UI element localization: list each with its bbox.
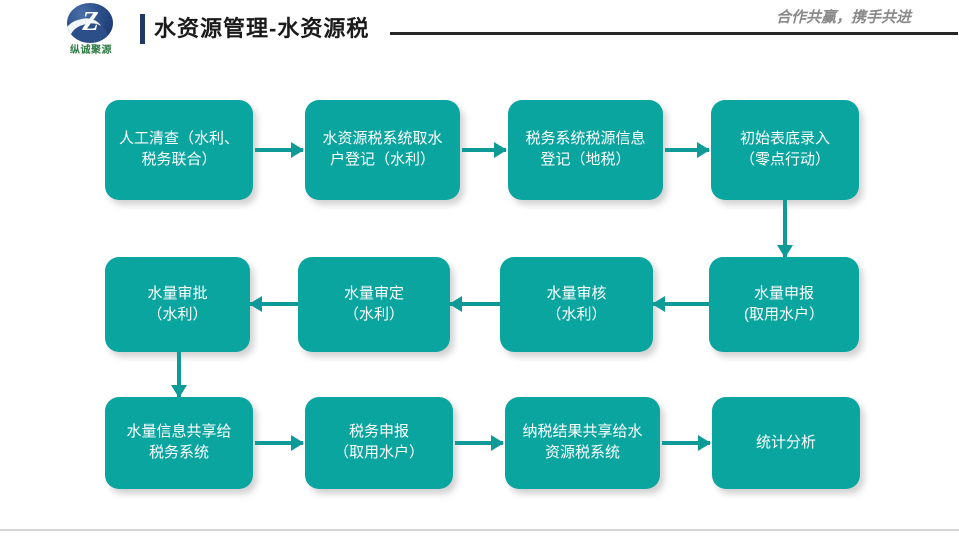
logo-letter: Z: [82, 6, 99, 36]
flow-node-initial-meter-entry[interactable]: 初始表底录入 （零点行动）: [711, 100, 859, 200]
flow-node-water-tax-system-registration[interactable]: 水资源税系统取水 户登记（水利）: [305, 100, 460, 200]
flow-node-tax-bureau-source-registration[interactable]: 税务系统税源信息 登记（地税）: [508, 100, 663, 200]
arrow-n5-to-n9: [171, 352, 187, 398]
arrow-n10-to-n11: [455, 435, 504, 451]
page-header: Z 纵诚聚源 水资源管理-水资源税 合作共赢，携手共进: [0, 0, 959, 58]
arrow-n3-to-n4: [665, 142, 710, 158]
flow-node-share-volume-to-tax-system[interactable]: 水量信息共享给 税务系统: [105, 397, 253, 489]
header-tagline: 合作共赢，携手共进: [775, 9, 911, 26]
arrow-n2-to-n3: [462, 142, 507, 158]
header-divider-rule: [390, 32, 958, 35]
footer-divider: [0, 529, 959, 531]
arrow-n7-to-n6: [449, 296, 500, 312]
flow-node-volume-declaration[interactable]: 水量申报 (取用水户）: [709, 257, 859, 352]
arrow-n11-to-n12: [662, 435, 711, 451]
arrow-n4-to-n8: [777, 200, 793, 258]
arrow-n8-to-n7: [652, 296, 709, 312]
flow-node-manual-survey[interactable]: 人工清查（水利、 税务联合）: [105, 100, 253, 200]
flow-node-volume-review[interactable]: 水量审核 （水利）: [500, 257, 653, 352]
flow-node-volume-approval[interactable]: 水量审批 （水利）: [105, 257, 250, 352]
logo-company-name: 纵诚聚源: [70, 45, 112, 56]
flow-node-tax-declaration[interactable]: 税务申报 （取用水户）: [305, 397, 453, 489]
arrow-n9-to-n10: [255, 435, 304, 451]
company-logo: Z 纵诚聚源: [45, 3, 137, 56]
arrow-n1-to-n2: [255, 142, 304, 158]
flow-node-volume-determination[interactable]: 水量审定 （水利）: [298, 257, 450, 352]
title-accent-bar: [140, 14, 150, 44]
logo-emblem-icon: Z: [67, 3, 113, 43]
arrow-n6-to-n5: [249, 296, 298, 312]
flow-node-share-tax-result-to-water-system[interactable]: 纳税结果共享给水 资源税系统: [505, 397, 660, 489]
flow-node-statistical-analysis[interactable]: 统计分析: [712, 397, 860, 489]
page-title: 水资源管理-水资源税: [154, 16, 370, 41]
flowchart-canvas: 人工清查（水利、 税务联合） 水资源税系统取水 户登记（水利） 税务系统税源信息…: [0, 58, 959, 518]
